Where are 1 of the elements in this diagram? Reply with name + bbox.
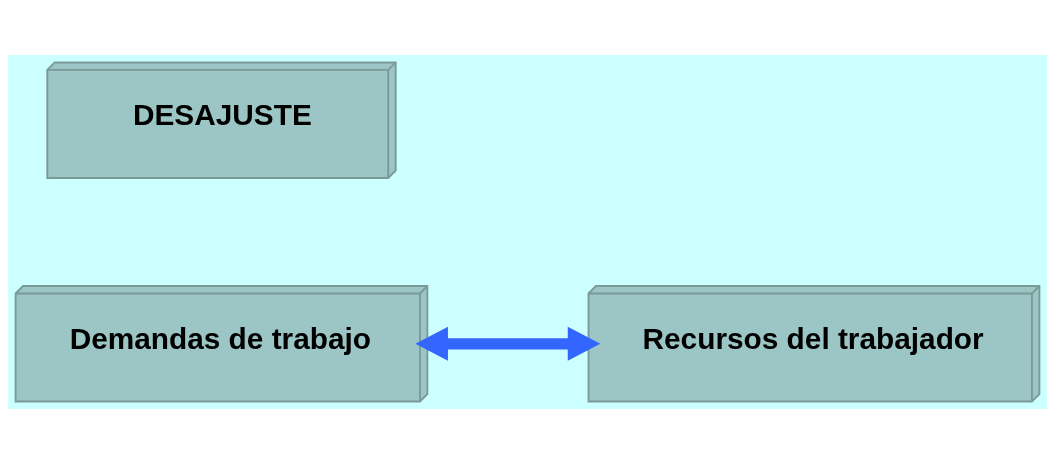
arrow — [415, 326, 601, 361]
